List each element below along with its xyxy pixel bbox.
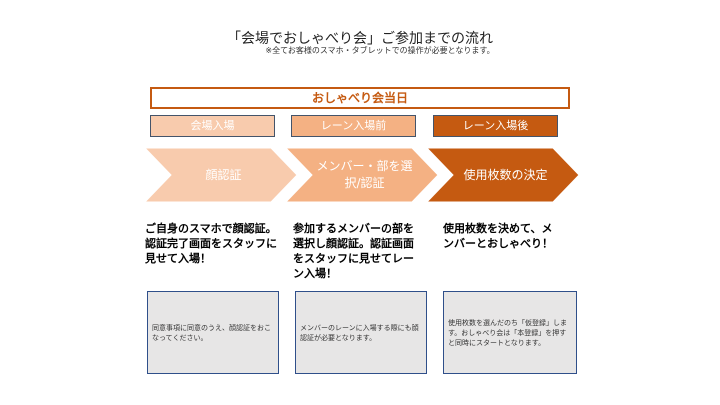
stage-label-venue-entry: 会場入場: [150, 115, 275, 137]
page-title: 「会場でおしゃべり会」ご参加までの流れ: [227, 31, 493, 47]
note-box: 同意事項に同意のうえ、顔認証をおこなってください。: [147, 291, 279, 374]
note-text: 同意事項に同意のうえ、顔認証をおこなってください。: [152, 323, 271, 342]
step-description: ご自身のスマホで顔認証。認証完了画面をスタッフに見せて入場！: [145, 222, 277, 265]
step-text: 使用枚数の決定: [463, 167, 548, 182]
step-chevron-ticket-count: 使用枚数の決定: [427, 148, 580, 202]
step-text: メンバー・部を選択/認証: [316, 159, 413, 190]
note-box: メンバーのレーンに入場する際にも顔認証が必要となります。: [295, 291, 427, 374]
note-text: 使用枚数を選んだのち「仮登録」します。おしゃべり会は「本登録」を押すと同時にスタ…: [448, 318, 567, 347]
day-header: おしゃべり会当日: [150, 87, 570, 109]
step-chevron-face-auth: 顔認証: [145, 148, 298, 202]
note-box: 使用枚数を選んだのち「仮登録」します。おしゃべり会は「本登録」を押すと同時にスタ…: [443, 291, 577, 374]
stage-label-after-lane: レーン入場後: [433, 115, 558, 137]
page-subtitle: ※全てお客様のスマホ・タブレットでの操作が必要となります。: [265, 46, 495, 55]
step-chevron-member-select: メンバー・部を選択/認証: [286, 148, 439, 202]
note-text: メンバーのレーンに入場する際にも顔認証が必要となります。: [300, 323, 419, 342]
step-description: 参加するメンバーの部を選択し顔認証。認証画面をスタッフに見せてレーン入場！: [293, 222, 414, 280]
step-description: 使用枚数を決めて、メンバーとおしゃべり！: [443, 222, 553, 250]
step-text: 顔認証: [205, 167, 242, 182]
stage-label-before-lane: レーン入場前: [291, 115, 416, 137]
